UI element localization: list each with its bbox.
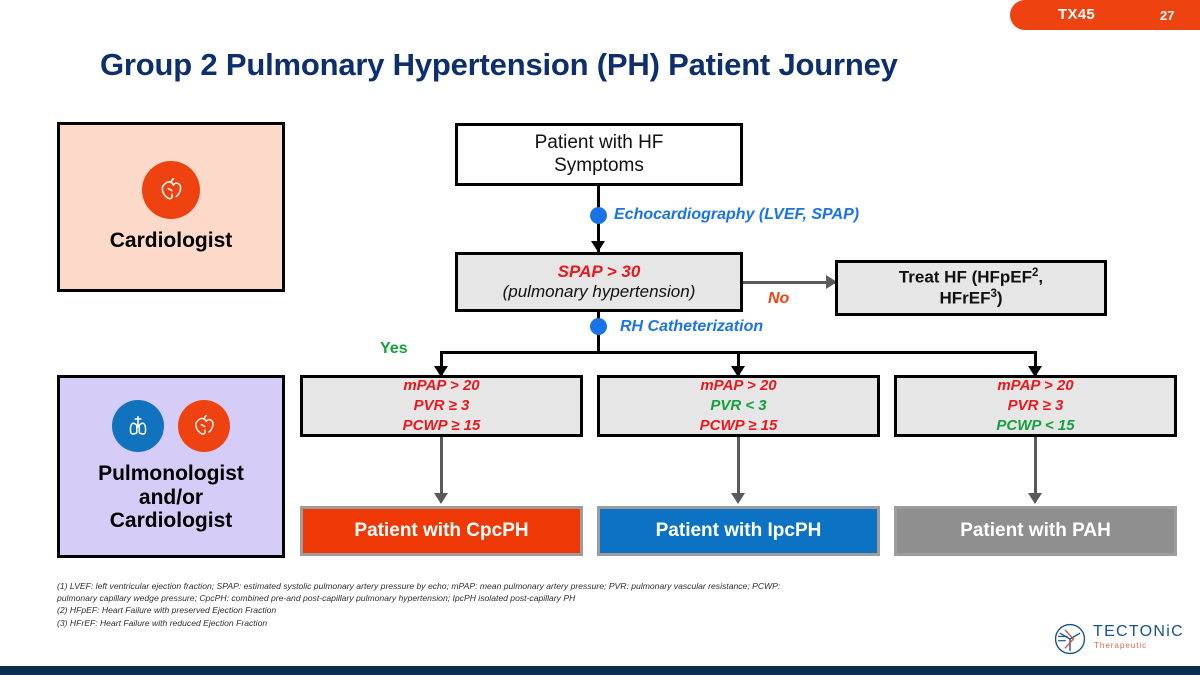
outcome-ipcph: Patient with IpcPH bbox=[597, 506, 880, 556]
node-spap-decision: SPAP > 30 (pulmonary hypertension) bbox=[455, 252, 743, 312]
footnotes: (1) LVEF: left ventricular ejection frac… bbox=[57, 580, 817, 629]
treat-hf-line2-sup: 3 bbox=[990, 288, 997, 300]
node-patient-hf-symptoms: Patient with HF Symptoms bbox=[455, 123, 743, 186]
badge-code: TX45 bbox=[1058, 6, 1096, 23]
node-criteria-pah: mPAP > 20 PVR ≥ 3 PCWP < 15 bbox=[894, 375, 1177, 437]
role-card-pulmonologist: Pulmonologist and/or Cardiologist bbox=[57, 375, 285, 558]
connector-bus-drop-3 bbox=[1034, 351, 1037, 375]
role-card-cardiologist: Cardiologist bbox=[57, 122, 285, 292]
node-treat-hf-line1: Treat HF (HFpEF2, bbox=[899, 267, 1043, 288]
arrowhead-spap-to-treat-hf bbox=[826, 275, 837, 289]
step-marker-echo-icon bbox=[590, 207, 607, 224]
tectonic-mark-icon bbox=[1053, 622, 1087, 661]
step-label-rh-catheterization: RH Catheterization bbox=[620, 318, 764, 335]
arrowhead-criteria-to-pah bbox=[1028, 493, 1042, 504]
criteria-cpcph-line3: PCWP ≥ 15 bbox=[402, 416, 481, 434]
node-criteria-cpcph: mPAP > 20 PVR ≥ 3 PCWP ≥ 15 bbox=[300, 375, 583, 437]
connector-criteria-to-cpcph bbox=[440, 437, 443, 495]
criteria-cpcph-line2: PVR ≥ 3 bbox=[413, 397, 470, 415]
treat-hf-line1-sup: 2 bbox=[1032, 266, 1039, 279]
role-label-line3: Cardiologist bbox=[109, 509, 233, 533]
page-title: Group 2 Pulmonary Hypertension (PH) Pati… bbox=[100, 47, 898, 82]
role-icons-cardiologist bbox=[142, 161, 200, 220]
branch-label-yes: Yes bbox=[380, 340, 408, 357]
bottom-accent-bar bbox=[0, 666, 1200, 675]
connector-criteria-to-pah bbox=[1034, 437, 1037, 495]
connector-bus-drop-1 bbox=[440, 351, 443, 375]
arrowhead-criteria-to-ipcph bbox=[731, 493, 745, 504]
treat-hf-line2-post: ) bbox=[996, 288, 1003, 308]
criteria-pah-line1: mPAP > 20 bbox=[997, 377, 1074, 395]
criteria-ipcph-line3: PCWP ≥ 15 bbox=[699, 416, 778, 434]
node-criteria-ipcph: mPAP > 20 PVR < 3 PCWP ≥ 15 bbox=[597, 375, 880, 437]
role-label-line1: Pulmonologist bbox=[98, 462, 244, 486]
heart-icon bbox=[142, 161, 200, 220]
node-treat-hf-line2: HFrEF3) bbox=[939, 288, 1002, 309]
node-treat-hf: Treat HF (HFpEF2, HFrEF3) bbox=[835, 260, 1107, 316]
criteria-ipcph-line1: mPAP > 20 bbox=[700, 377, 777, 395]
criteria-cpcph-line1: mPAP > 20 bbox=[403, 377, 480, 395]
role-label-line2: and/or bbox=[138, 485, 204, 509]
treat-hf-line2-pre: HFrEF bbox=[939, 288, 991, 308]
arrowhead-bus-drop-2 bbox=[731, 366, 745, 377]
logo-tagline: Therapeutic bbox=[1094, 641, 1148, 650]
arrowhead-bus-drop-1 bbox=[434, 366, 448, 377]
node-patient-hf-line1: Patient with HF bbox=[534, 132, 664, 154]
node-patient-hf-line2: Symptoms bbox=[554, 154, 644, 176]
arrowhead-criteria-to-cpcph bbox=[434, 493, 448, 504]
outcome-pah: Patient with PAH bbox=[894, 506, 1177, 556]
logo-wordmark: TECTONiC bbox=[1093, 623, 1184, 640]
footnote-3: (3) HFrEF: Heart Failure with reduced Ej… bbox=[57, 617, 268, 628]
arrowhead-bus-drop-3 bbox=[1028, 366, 1042, 377]
step-label-echocardiography: Echocardiography (LVEF, SPAP) bbox=[614, 206, 860, 223]
heart-icon bbox=[178, 400, 230, 453]
node-spap-line2: (pulmonary hypertension) bbox=[502, 282, 696, 301]
criteria-pah-line2: PVR ≥ 3 bbox=[1007, 397, 1064, 415]
arrowhead-start-to-spap bbox=[591, 241, 605, 252]
slide-badge: TX45 27 bbox=[1010, 0, 1200, 30]
page-number: 27 bbox=[1160, 8, 1175, 23]
role-icons-pulmonologist bbox=[112, 400, 230, 453]
role-label-cardiologist: Cardiologist bbox=[109, 229, 233, 253]
branch-label-no: No bbox=[768, 290, 790, 307]
connector-spap-to-treat-hf bbox=[743, 281, 837, 284]
lungs-icon bbox=[112, 400, 164, 453]
role-label-pulmonologist: Pulmonologist and/or Cardiologist bbox=[98, 462, 244, 533]
outcome-cpcph: Patient with CpcPH bbox=[300, 506, 583, 556]
criteria-pah-line3: PCWP < 15 bbox=[996, 416, 1075, 434]
connector-criteria-to-ipcph bbox=[737, 437, 740, 495]
company-logo: TECTONiC Therapeutic bbox=[1053, 620, 1188, 658]
step-marker-rhc-icon bbox=[590, 318, 607, 335]
criteria-ipcph-line2: PVR < 3 bbox=[710, 397, 767, 415]
node-spap-line1: SPAP > 30 bbox=[557, 261, 641, 281]
treat-hf-line1-post: , bbox=[1038, 267, 1044, 287]
connector-bus-drop-2 bbox=[737, 351, 740, 375]
footnote-2: (2) HFpEF: Heart Failure with preserved … bbox=[57, 605, 277, 616]
treat-hf-line1-pre: Treat HF (HFpEF bbox=[898, 267, 1032, 287]
footnote-1: (1) LVEF: left ventricular ejection frac… bbox=[57, 581, 781, 604]
